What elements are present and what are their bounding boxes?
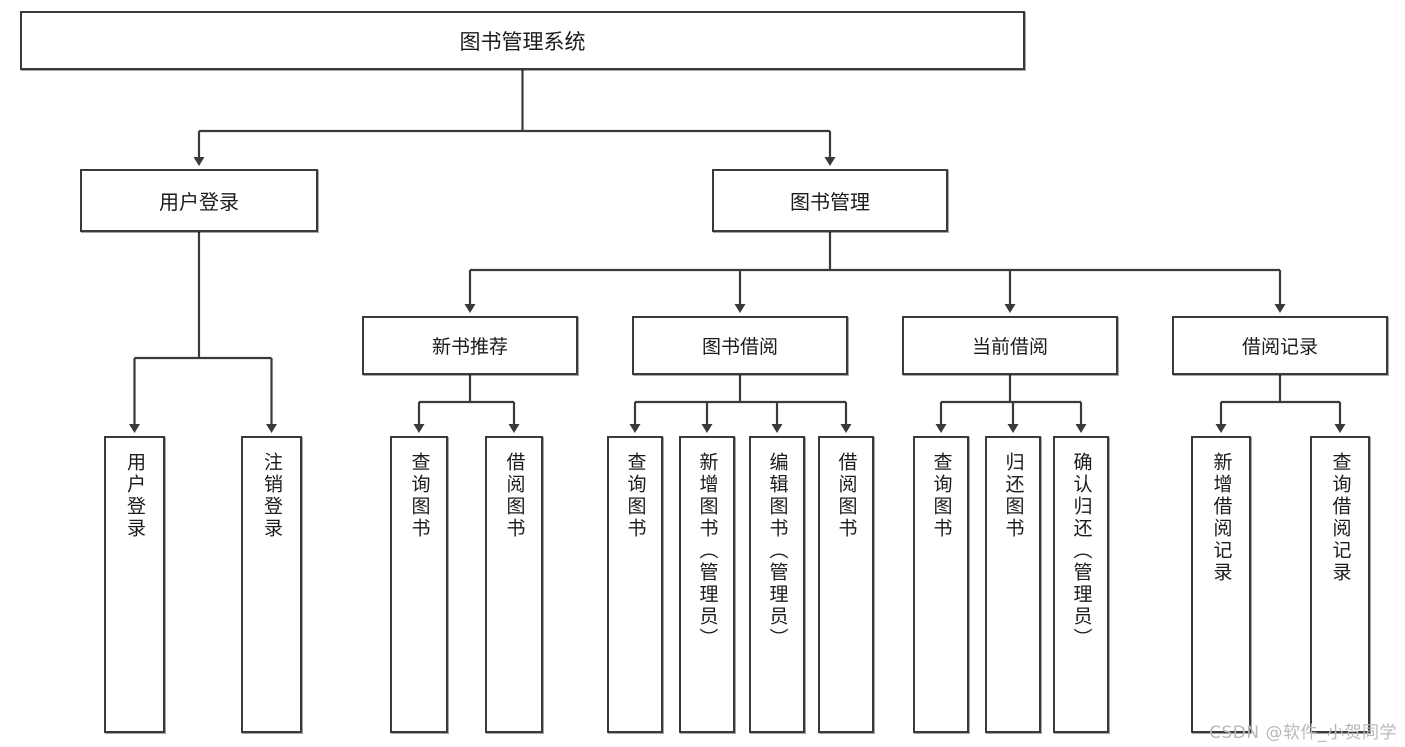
- node-label: 用户登录: [124, 452, 146, 540]
- node-leaf-query-book-2[interactable]: 查询图书: [607, 436, 663, 733]
- node-leaf-edit-book[interactable]: 编辑图书（管理员）: [749, 436, 805, 733]
- node-label: 查询借阅记录: [1329, 452, 1352, 584]
- node-leaf-query-record[interactable]: 查询借阅记录: [1310, 436, 1370, 733]
- node-label: 注销登录: [261, 452, 283, 540]
- node-leaf-query-book-3[interactable]: 查询图书: [913, 436, 969, 733]
- node-leaf-user-logout[interactable]: 注销登录: [241, 436, 302, 733]
- node-label: 新书推荐: [431, 336, 508, 358]
- node-leaf-return-book[interactable]: 归还图书: [985, 436, 1041, 733]
- node-leaf-add-book[interactable]: 新增图书（管理员）: [679, 436, 735, 733]
- node-leaf-query-book-1[interactable]: 查询图书: [390, 436, 448, 733]
- node-leaf-borrow-book-1[interactable]: 借阅图书: [485, 436, 543, 733]
- node-leaf-confirm-return[interactable]: 确认归还（管理员）: [1053, 436, 1109, 733]
- node-borrow-record[interactable]: 借阅记录: [1172, 316, 1388, 375]
- node-leaf-borrow-book-2[interactable]: 借阅图书: [818, 436, 874, 733]
- node-leaf-user-login[interactable]: 用户登录: [104, 436, 165, 733]
- node-label: 图书管理系统: [459, 29, 586, 54]
- node-label: 查询图书: [624, 452, 647, 540]
- node-root[interactable]: 图书管理系统: [20, 11, 1025, 70]
- node-label: 图书借阅: [701, 336, 778, 358]
- node-label: 借阅图书: [503, 452, 526, 540]
- node-user-login[interactable]: 用户登录: [80, 169, 318, 232]
- node-leaf-add-record[interactable]: 新增借阅记录: [1191, 436, 1251, 733]
- node-label: 编辑图书（管理员）: [766, 452, 789, 650]
- node-label: 借阅记录: [1241, 336, 1318, 358]
- node-book-borrow[interactable]: 图书借阅: [632, 316, 848, 375]
- node-label: 新增图书（管理员）: [696, 452, 719, 650]
- node-label: 新增借阅记录: [1210, 452, 1233, 584]
- node-label: 查询图书: [408, 452, 431, 540]
- node-label: 查询图书: [930, 452, 953, 540]
- node-label: 图书管理: [790, 190, 870, 214]
- node-new-book-recommend[interactable]: 新书推荐: [362, 316, 578, 375]
- node-label: 用户登录: [159, 190, 239, 214]
- node-book-manage[interactable]: 图书管理: [712, 169, 948, 232]
- node-current-borrow[interactable]: 当前借阅: [902, 316, 1118, 375]
- node-label: 当前借阅: [971, 336, 1048, 358]
- node-label: 借阅图书: [835, 452, 858, 540]
- node-label: 归还图书: [1002, 452, 1025, 540]
- node-label: 确认归还（管理员）: [1070, 452, 1093, 650]
